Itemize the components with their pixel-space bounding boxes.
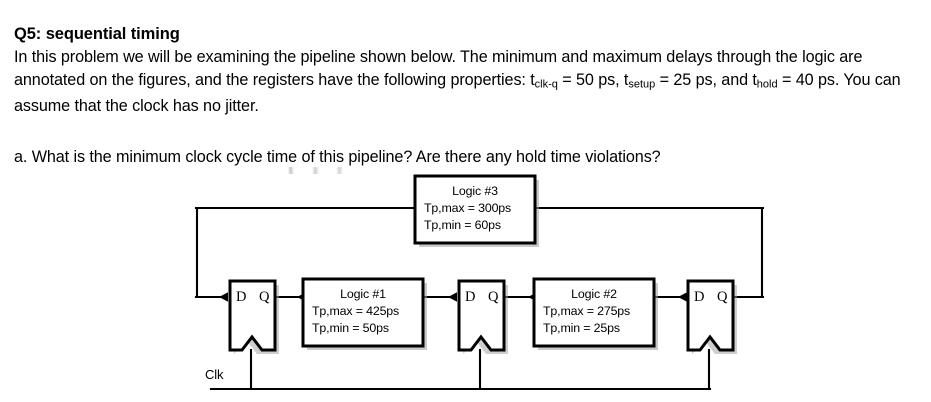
pipeline-schematic-svg [194,174,765,391]
reg2-q-label: Q [488,289,499,305]
reg3-d-label: D [694,289,705,305]
logic3-tpmin: Tp,min = 60ps [424,218,501,232]
body-seg-4: = 25 ps, and t [655,70,757,89]
logic3-title: Logic #3 [452,184,498,198]
reg1-q-label: Q [259,289,270,305]
arrowhead-reg2-d [448,292,457,302]
subscript-hold: hold [756,77,778,90]
question-part-a: a. What is the minimum clock cycle time … [14,148,661,166]
body-seg-6: = 40 ps. You can assume that the clock h… [14,70,901,116]
subscript-setup: setup [628,77,656,90]
arrowhead-reg1-d [219,292,228,302]
logic1-box [301,277,425,348]
logic1-tpmin: Tp,min = 50ps [312,321,389,335]
reg2-d-label: D [465,289,476,305]
logic3-block [413,174,539,247]
logic1-block [301,277,427,350]
body-seg-0: In this problem we will be examining the… [14,48,863,89]
reg2-body [457,279,506,352]
question-text-block: Q5: sequential timing In this problem we… [14,24,919,118]
reg3-q-label: Q [717,289,728,305]
logic1-title: Logic #1 [340,287,386,301]
pipeline-diagram: Logic #3 Tp,max = 300ps Tp,min = 60ps Lo… [0,166,931,402]
subscript-clk-q: clk-q [534,77,558,90]
logic2-tpmin: Tp,min = 25ps [543,321,620,335]
page-title: Q5: sequential timing [14,25,180,43]
wire-group [194,206,765,391]
reg1-body [228,279,277,352]
register-2 [457,279,508,354]
register-3 [686,279,737,354]
question-body: In this problem we will be examining the… [14,46,919,118]
arrowhead-reg3-d [678,292,687,302]
register-1 [228,279,279,354]
logic2-block [532,277,658,350]
scan-artifact [288,167,368,174]
logic2-title: Logic #2 [571,287,617,301]
body-seg-2: = 50 ps, t [557,70,629,89]
logic2-box [532,277,656,348]
logic3-box [413,174,537,245]
reg1-d-label: D [236,289,247,305]
logic2-tpmax: Tp,max = 275ps [543,304,631,318]
logic1-tpmax: Tp,max = 425ps [312,304,400,318]
clock-label: Clk [205,367,224,382]
logic3-tpmax: Tp,max = 300ps [424,201,512,215]
reg3-body [686,279,735,352]
